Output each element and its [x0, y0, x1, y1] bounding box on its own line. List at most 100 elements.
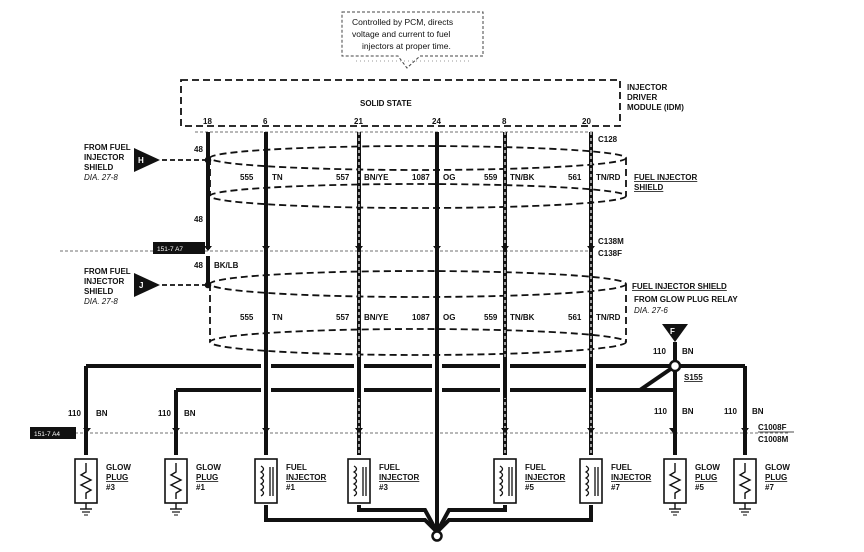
svg-text:FROM FUEL: FROM FUEL: [84, 143, 131, 152]
wire-bn-relay: BN: [682, 347, 694, 356]
component-sub: PLUG: [196, 473, 218, 482]
wire-48-color: BK/LB: [214, 261, 239, 270]
svg-text:INJECTOR: INJECTOR: [84, 277, 125, 286]
svg-text:BN/YE: BN/YE: [364, 313, 389, 322]
svg-text:BN: BN: [96, 409, 108, 418]
svg-text:555: 555: [240, 173, 254, 182]
shield-label-upper-1: FUEL INJECTOR: [634, 173, 697, 182]
pin-20: 20: [582, 117, 591, 126]
svg-text:H: H: [138, 156, 144, 165]
svg-text:1087: 1087: [412, 173, 430, 182]
pin-8: 8: [502, 117, 507, 126]
callout-line-3: injectors at proper time.: [362, 41, 451, 51]
shield-label-j: FROM FUEL INJECTOR SHIELD DIA. 27-8: [84, 267, 131, 306]
component-number: #3: [106, 483, 115, 492]
svg-text:INJECTOR: INJECTOR: [84, 153, 125, 162]
svg-text:SHIELD: SHIELD: [84, 163, 114, 172]
component-name: GLOW: [765, 463, 790, 472]
pcm-callout: Controlled by PCM, directs voltage and c…: [341, 11, 484, 69]
idm-label-1: INJECTOR: [627, 83, 668, 92]
connector-c1008f: C1008F: [758, 423, 787, 432]
component-sub: PLUG: [106, 473, 128, 482]
connector-arrows: [83, 246, 749, 433]
glow-relay-label: FROM GLOW PLUG RELAY: [634, 295, 738, 304]
glow-plug-bus: [84, 324, 747, 455]
svg-text:561: 561: [568, 173, 582, 182]
injector-return-bus: [264, 505, 593, 536]
svg-text:TN: TN: [272, 173, 283, 182]
component-name: FUEL: [525, 463, 546, 472]
component-sub: INJECTOR: [525, 473, 566, 482]
pin-6: 6: [263, 117, 268, 126]
splice-label: S155: [684, 373, 703, 382]
idm-solid-state: SOLID STATE: [360, 99, 412, 108]
components: GLOWPLUG#3GLOWPLUG#1FUELINJECTOR#1FUELIN…: [74, 458, 790, 516]
splice-s155: [668, 359, 682, 373]
shield-label-h: FROM FUEL INJECTOR SHIELD DIA. 27-8: [84, 143, 131, 182]
svg-text:FROM FUEL: FROM FUEL: [84, 267, 131, 276]
component-number: #1: [286, 483, 295, 492]
svg-text:557: 557: [336, 173, 350, 182]
wire-48-a: 48: [194, 145, 203, 154]
svg-text:151-7 A4: 151-7 A4: [34, 431, 60, 438]
shield-label-upper-2: SHIELD: [634, 183, 664, 192]
connector-c1008m: C1008M: [758, 435, 789, 444]
svg-text:110: 110: [724, 407, 737, 416]
svg-text:BN: BN: [752, 407, 764, 416]
bus-crossover-wires: [264, 358, 593, 398]
pin-numbers: 18 6 21 24 8 20: [203, 117, 591, 126]
idm-label-3: MODULE (IDM): [627, 103, 684, 112]
component-number: #7: [765, 483, 774, 492]
glow-relay-dia: DIA. 27-6: [634, 306, 668, 315]
shield-terminal-h: H: [134, 148, 160, 172]
svg-text:1087: 1087: [412, 313, 430, 322]
svg-text:555: 555: [240, 313, 254, 322]
svg-text:559: 559: [484, 313, 498, 322]
svg-text:OG: OG: [443, 173, 455, 182]
component-name: FUEL: [611, 463, 632, 472]
connector-c128: C128: [598, 135, 618, 144]
component-sub: PLUG: [765, 473, 787, 482]
pin-21: 21: [354, 117, 363, 126]
component-number: #7: [611, 483, 620, 492]
svg-text:J: J: [139, 281, 143, 290]
svg-text:559: 559: [484, 173, 498, 182]
component-name: GLOW: [695, 463, 720, 472]
svg-text:BN/YE: BN/YE: [364, 173, 389, 182]
svg-text:DIA. 27-8: DIA. 27-8: [84, 173, 118, 182]
svg-text:561: 561: [568, 313, 582, 322]
svg-text:TN: TN: [272, 313, 283, 322]
wire-110-relay: 110: [653, 347, 666, 356]
connector-c138f: C138F: [598, 249, 622, 258]
component-sub: INJECTOR: [379, 473, 420, 482]
component-sub: INJECTOR: [286, 473, 327, 482]
component-name: GLOW: [106, 463, 131, 472]
callout-line-2: voltage and current to fuel: [352, 29, 450, 39]
page-ref-upper: 151-7 A7: [153, 242, 205, 254]
svg-text:110: 110: [68, 409, 81, 418]
terminal-f: F: [670, 327, 675, 336]
page-ref-lower: 151-7 A4: [30, 427, 76, 439]
component-number: #5: [525, 483, 534, 492]
component-name: FUEL: [379, 463, 400, 472]
svg-text:110: 110: [654, 407, 667, 416]
svg-text:TN/BK: TN/BK: [510, 173, 535, 182]
svg-text:TN/BK: TN/BK: [510, 313, 535, 322]
idm-label-2: DRIVER: [627, 93, 657, 102]
svg-text:TN/RD: TN/RD: [596, 313, 621, 322]
component-number: #1: [196, 483, 205, 492]
svg-text:OG: OG: [443, 313, 455, 322]
injector-wires: [264, 132, 593, 520]
component-number: #3: [379, 483, 388, 492]
